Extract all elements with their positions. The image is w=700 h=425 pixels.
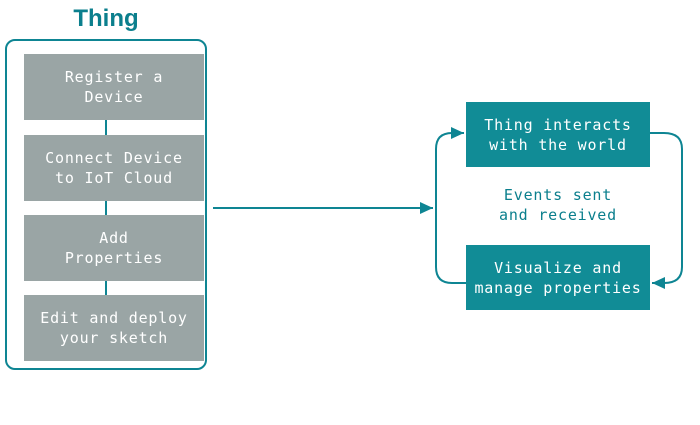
thing-title: Thing: [73, 5, 139, 32]
cycle-box-visualize-manage: Visualize and manage properties: [466, 245, 650, 310]
step-box-connect-device: Connect Device to IoT Cloud: [24, 135, 204, 201]
step-box-edit-deploy: Edit and deploy your sketch: [24, 295, 204, 361]
cycle-events-label: Events sent and received: [499, 186, 617, 224]
step-box-add-properties: Add Properties: [24, 215, 204, 281]
cycle-arrow-up-icon: [435, 127, 466, 284]
cycle-arrow-down-icon: [650, 132, 683, 289]
step-box-register-device: Register a Device: [24, 54, 204, 120]
thing-container: [5, 39, 207, 370]
cycle-box-thing-interacts: Thing interacts with the world: [466, 102, 650, 167]
